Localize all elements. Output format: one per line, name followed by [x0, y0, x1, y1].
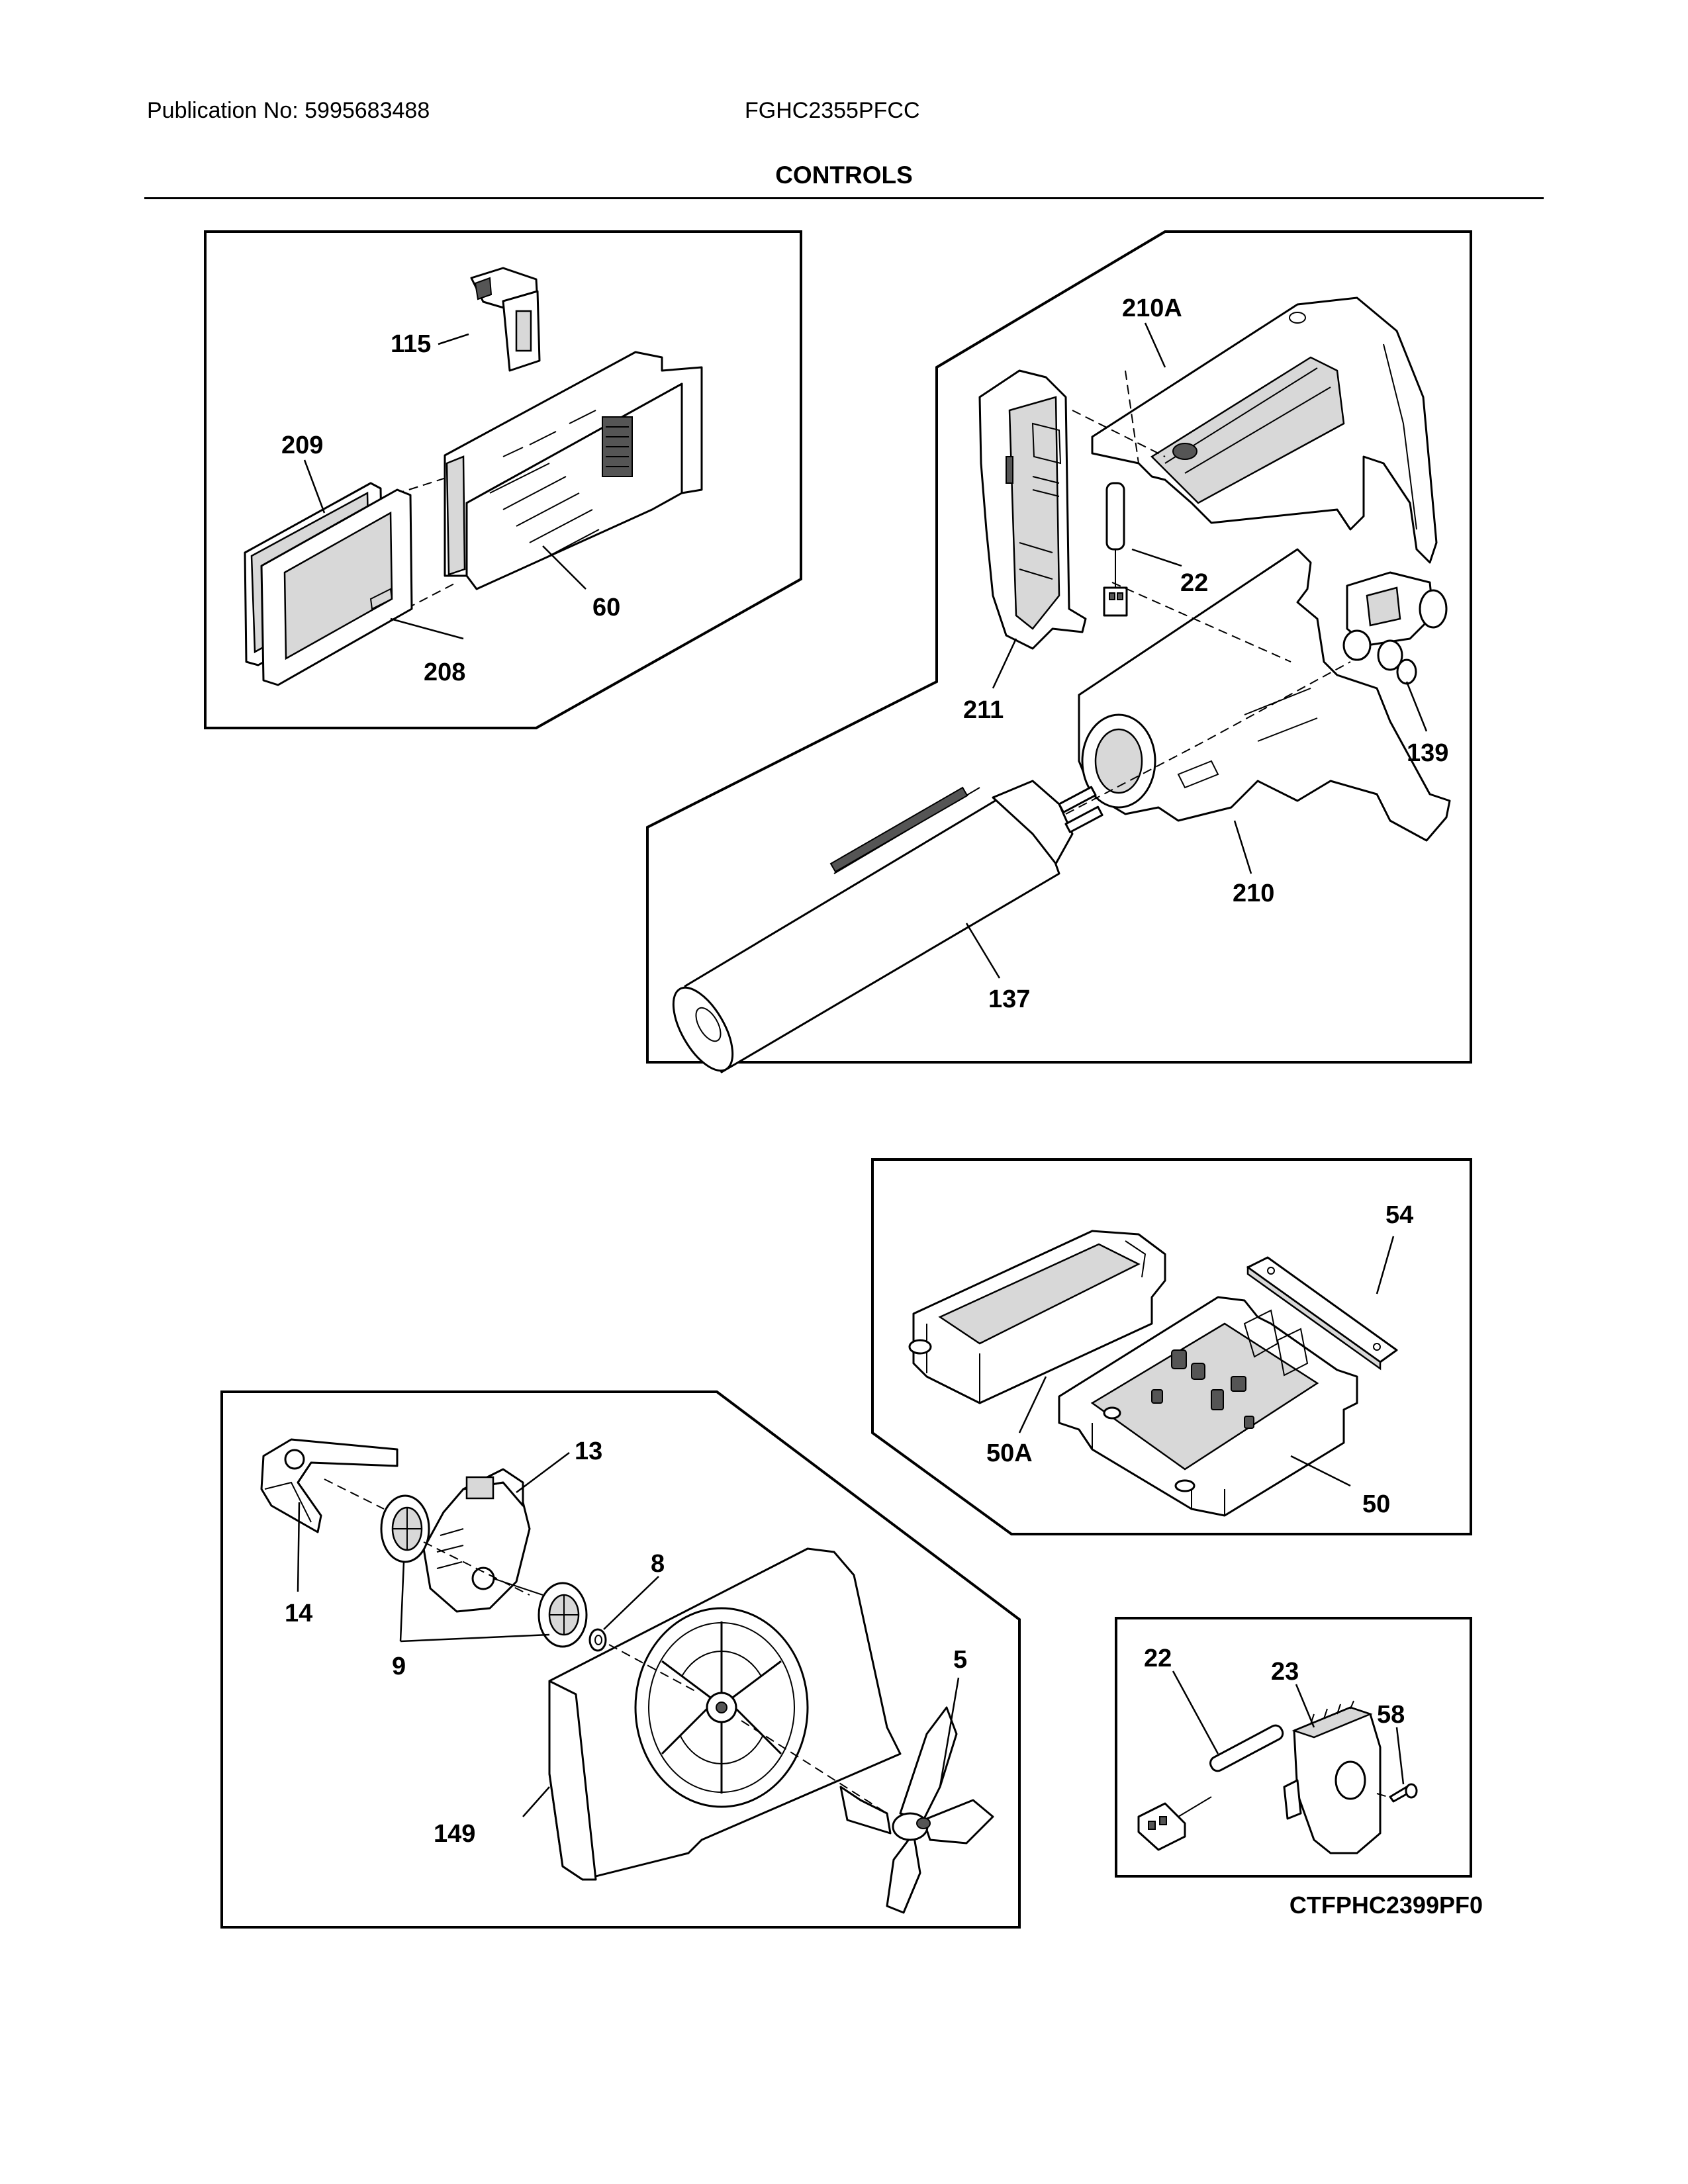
panel-water-filter: 210A 22 211 139 210 137 — [646, 230, 1472, 1080]
part-54-strip[interactable] — [1246, 1256, 1398, 1371]
model-number: FGHC2355PFCC — [745, 98, 920, 123]
part-5-fan-blade[interactable] — [839, 1706, 994, 1914]
part-210A-cover[interactable] — [1091, 296, 1438, 564]
callout-208: 208 — [424, 659, 465, 686]
callout-22-top: 22 — [1180, 569, 1208, 597]
part-211-bracket[interactable] — [978, 369, 1087, 650]
panel-fan-assembly: 13 8 14 9 5 149 — [220, 1390, 1021, 1929]
part-60-housing[interactable] — [444, 351, 703, 596]
part-58-screw[interactable] — [1389, 1783, 1418, 1803]
callout-14: 14 — [285, 1600, 312, 1627]
diagram-code: CTFPHC2399PF0 — [1289, 1891, 1483, 1919]
header-rule — [144, 197, 1544, 199]
callout-211: 211 — [963, 696, 1004, 724]
callout-60: 60 — [592, 594, 620, 621]
callout-210A: 210A — [1122, 295, 1182, 322]
callout-50: 50 — [1362, 1490, 1390, 1518]
part-139-valve[interactable] — [1342, 571, 1448, 685]
callout-5: 5 — [953, 1646, 967, 1674]
callout-209: 209 — [281, 432, 323, 459]
publication-number: Publication No: 5995683488 — [147, 98, 430, 123]
part-9-wheel-left[interactable] — [380, 1494, 430, 1563]
callout-9: 9 — [392, 1653, 406, 1680]
callout-137: 137 — [988, 985, 1030, 1013]
part-208-panel[interactable] — [260, 488, 413, 686]
part-210-housing[interactable] — [1078, 548, 1451, 842]
part-13-fan-motor[interactable] — [422, 1468, 543, 1613]
part-14-bracket[interactable] — [260, 1438, 399, 1533]
panel-control-box: 54 50A 50 — [871, 1158, 1472, 1535]
part-23-cover[interactable] — [1283, 1700, 1382, 1854]
part-137-filter-cartridge[interactable] — [661, 780, 1103, 1080]
part-22-sensor[interactable] — [1103, 482, 1128, 617]
callout-54: 54 — [1385, 1201, 1413, 1229]
callout-149: 149 — [434, 1820, 475, 1848]
panel-sensor-cover: 22 23 58 — [1115, 1617, 1472, 1878]
callout-50A: 50A — [986, 1439, 1033, 1467]
part-149-fan-shroud[interactable] — [548, 1547, 902, 1881]
part-115-connector[interactable] — [470, 267, 541, 372]
part-50A-tray[interactable] — [908, 1230, 1166, 1404]
callout-210: 210 — [1233, 880, 1274, 907]
part-9-wheel-right[interactable] — [538, 1582, 588, 1648]
part-8-washer[interactable] — [588, 1628, 607, 1652]
callout-115: 115 — [391, 330, 431, 358]
callout-139: 139 — [1407, 739, 1448, 767]
callout-58: 58 — [1377, 1701, 1405, 1729]
panel-control-housing: 115 209 60 208 — [204, 230, 802, 729]
callout-23: 23 — [1271, 1658, 1299, 1686]
part-22-sensor-wire[interactable] — [1137, 1723, 1285, 1851]
callout-22-bottom: 22 — [1144, 1645, 1172, 1672]
section-title: CONTROLS — [775, 161, 913, 189]
part-50-board-enclosure[interactable] — [1058, 1296, 1358, 1517]
callout-13: 13 — [575, 1437, 602, 1465]
callout-8: 8 — [651, 1550, 665, 1578]
